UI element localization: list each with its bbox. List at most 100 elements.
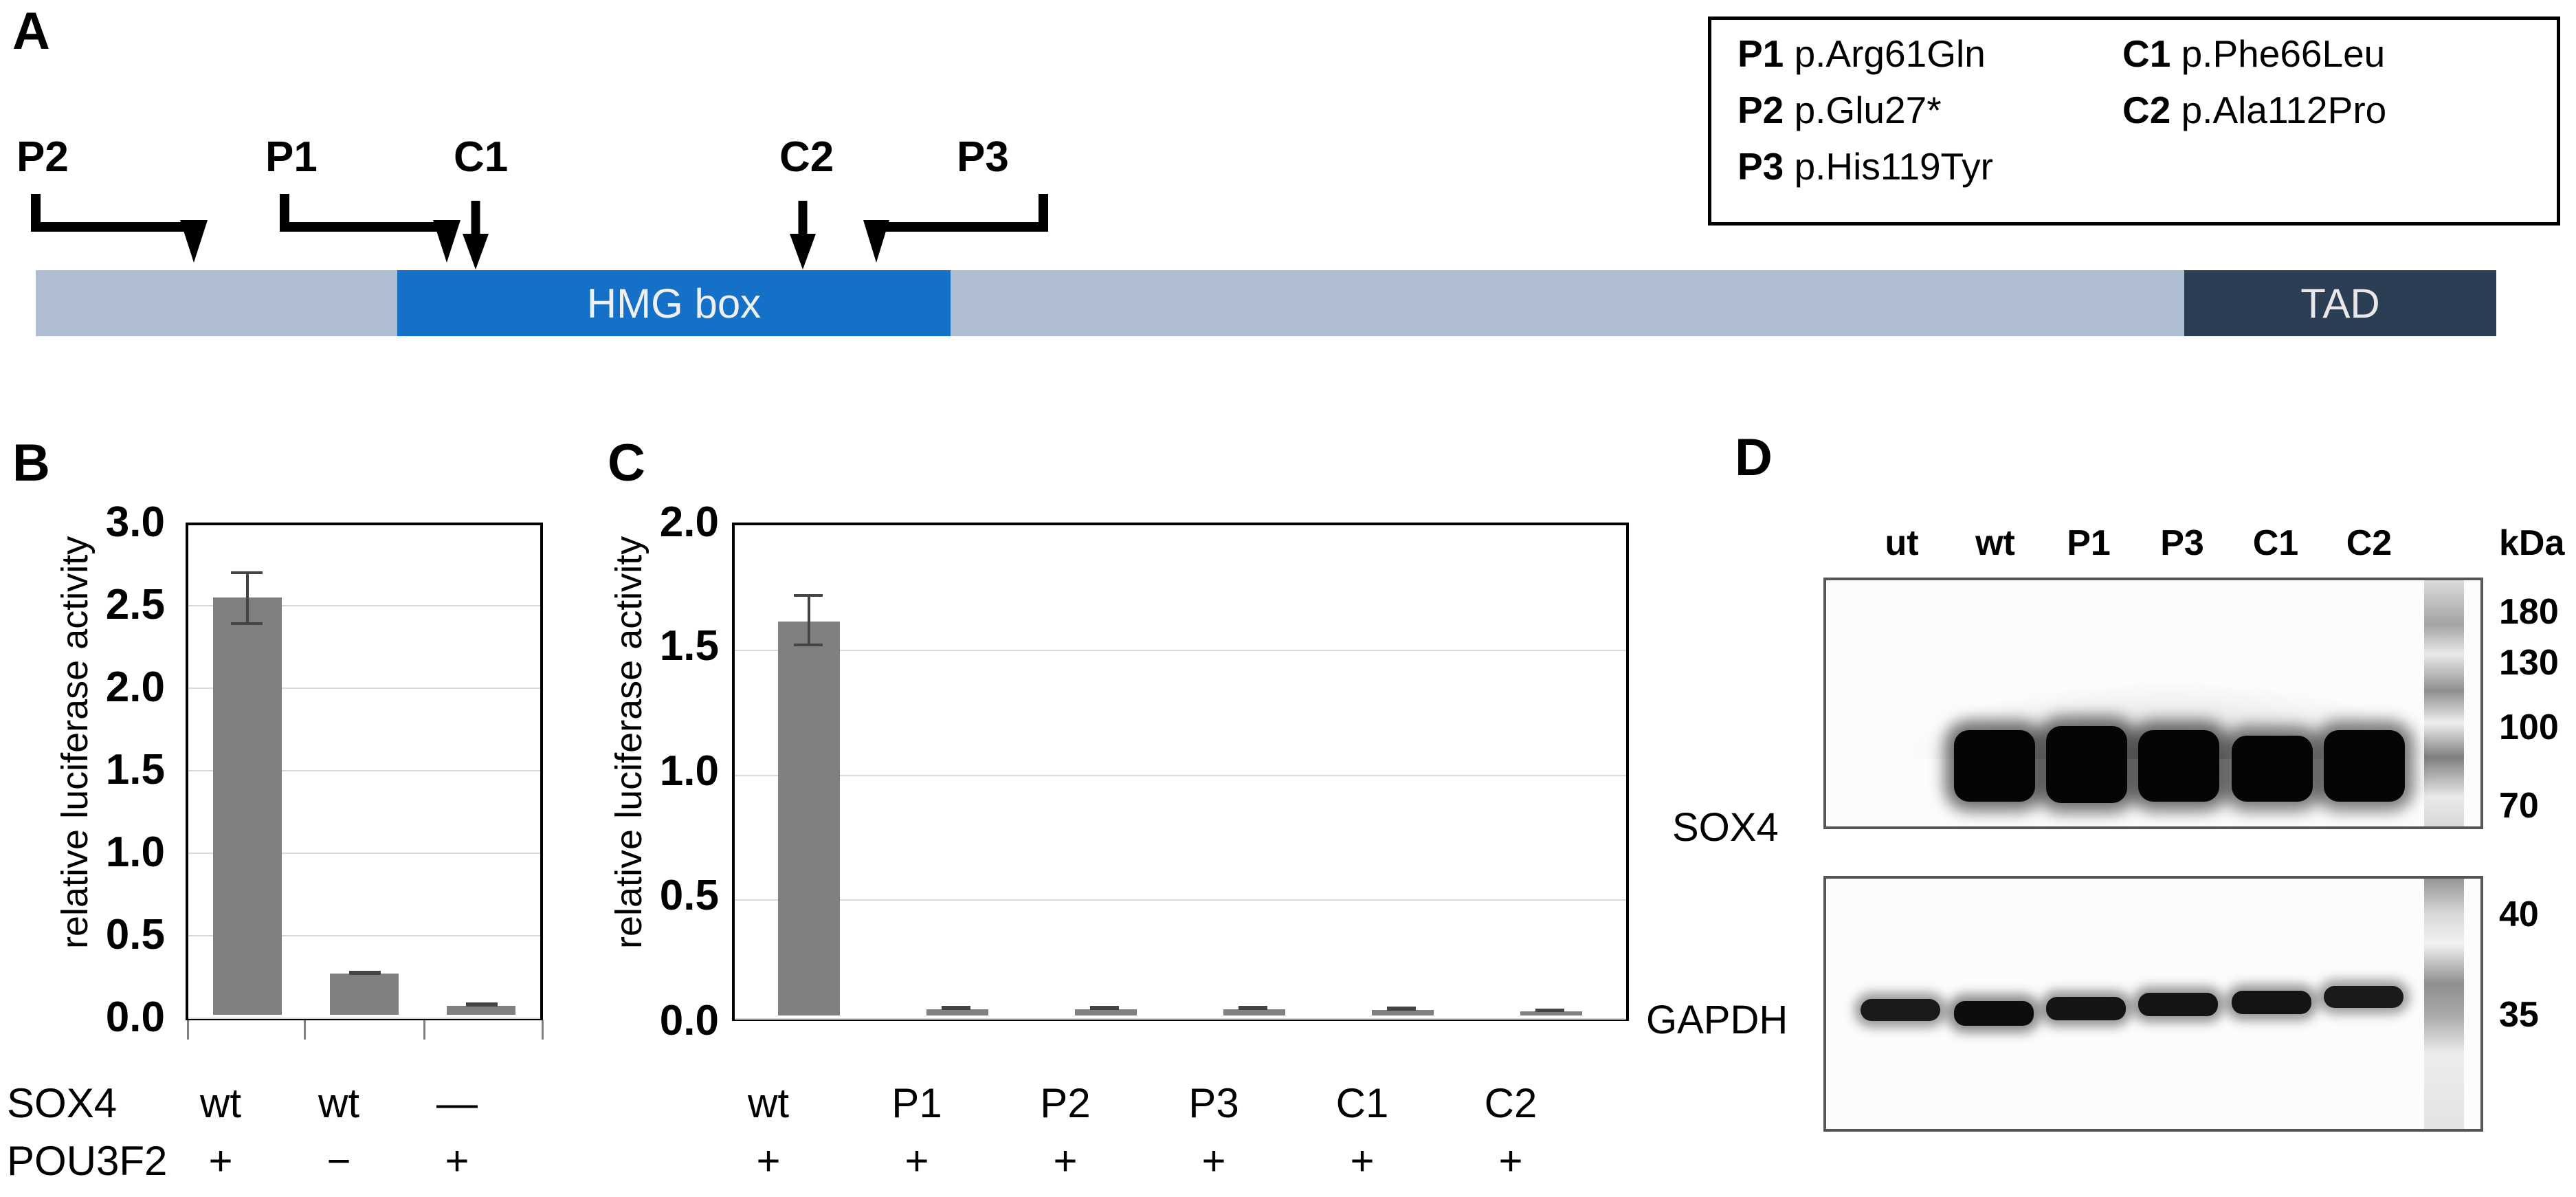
blot-marker-70: 70 (2499, 786, 2539, 826)
panel-b-letter: B (12, 434, 50, 492)
legend-tag: C1 (2122, 32, 2171, 75)
bar-c-1 (778, 622, 840, 1015)
errorbar-cap-bottom-c-1 (794, 644, 823, 646)
mutation-label-p3: P3 (957, 133, 1009, 181)
arrow-p3-head (863, 220, 889, 263)
panel-a-letter: A (12, 2, 50, 61)
legend-tag: P2 (1737, 89, 1784, 131)
arrow-p1-elbow (280, 194, 447, 232)
panel-b-plot-area (186, 523, 543, 1020)
panel-b-sox4-val-3: — (436, 1080, 478, 1126)
blot-band-gapdh-p3 (2138, 993, 2218, 1016)
panel-b-ytick-4: 2.0 (105, 663, 165, 711)
panel-c-xcat-3: P2 (1040, 1080, 1091, 1126)
errorbar-cap-top-b-1 (231, 571, 263, 574)
errorbar-cap-c-6 (1535, 1009, 1564, 1012)
blot-band-sox4-c1 (2232, 736, 2313, 802)
panel-c-xcat-4: P3 (1188, 1080, 1239, 1126)
errorbar-cap-c-2 (942, 1006, 970, 1010)
panel-c-ytick-4: 2.0 (659, 498, 719, 546)
gridline (188, 1018, 540, 1019)
bar-c-3 (1075, 1009, 1137, 1015)
blot-band-gapdh-c2 (2324, 986, 2403, 1008)
bar-b-3 (447, 1006, 515, 1015)
legend-tag: P1 (1737, 32, 1784, 75)
blot-lane-label-wt: wt (1975, 523, 2015, 563)
legend-item: P3 p.His119Tyr (1737, 141, 2122, 192)
blot-band-gapdh-wt (1954, 1001, 2034, 1026)
panel-c-pou3f2-val-1: + (756, 1138, 781, 1184)
legend-variant: p.Arg61Gln (1794, 32, 1986, 75)
errorbar-c-1 (808, 595, 810, 644)
bar-b-2 (330, 974, 399, 1015)
legend-tag: C2 (2122, 89, 2171, 131)
errorbar-cap-c-3 (1090, 1006, 1119, 1010)
errorbar-cap-c-4 (1239, 1006, 1267, 1010)
blot-band-sox4-c2 (2324, 730, 2405, 802)
panel-c-ytick-2: 1.0 (659, 747, 719, 795)
arrow-p3-elbow (876, 194, 1048, 232)
legend-variant: p.Phe66Leu (2181, 32, 2386, 75)
panel-b-pou3f2-val-2: − (326, 1138, 351, 1184)
gridline (188, 688, 540, 689)
blot-marker-100: 100 (2499, 707, 2559, 747)
variant-legend-grid: P1 p.Arg61Gln C1 p.Phe66Leu P2 p.Glu27* … (1737, 28, 2542, 192)
domain-tad: TAD (2184, 270, 2496, 336)
gridline (188, 935, 540, 936)
xtick (542, 1020, 544, 1040)
panel-c-pou3f2-val-3: + (1053, 1138, 1078, 1184)
blot-marker-130: 130 (2499, 643, 2559, 683)
panel-b-ytick-1: 0.5 (105, 911, 165, 958)
gridline (188, 770, 540, 771)
blot-marker-35: 35 (2499, 995, 2539, 1035)
panel-b-sox4-val-2: wt (318, 1080, 359, 1126)
xtick (304, 1020, 306, 1040)
panel-c-xcat-6: C2 (1484, 1080, 1537, 1126)
arrow-p1-head (433, 220, 460, 263)
panel-b-ytick-5: 2.5 (105, 581, 165, 628)
arrow-c2-head (790, 234, 816, 270)
bar-b-1 (213, 597, 282, 1015)
arrow-p2-elbow (31, 194, 194, 232)
panel-c-pou3f2-val-4: + (1201, 1138, 1226, 1184)
blot-marker-180: 180 (2499, 592, 2559, 632)
panel-c-pou3f2-val-2: + (904, 1138, 929, 1184)
blot-band-gapdh-p1 (2046, 997, 2126, 1020)
panel-b-pou3f2-val-1: + (208, 1138, 233, 1184)
mutation-label-p2: P2 (16, 133, 69, 181)
panel-b-row-label-sox4: SOX4 (7, 1080, 118, 1126)
errorbar-b-1 (246, 573, 249, 622)
legend-item: C1 p.Phe66Leu (2122, 28, 2535, 79)
blot-band-sox4-p3 (2138, 730, 2219, 802)
xtick (187, 1020, 189, 1040)
legend-item: P2 p.Glu27* (1737, 85, 2122, 135)
legend-item: P1 p.Arg61Gln (1737, 28, 2122, 79)
panel-b-sox4-val-1: wt (200, 1080, 241, 1126)
blot-lane-label-p3: P3 (2160, 523, 2204, 563)
panel-b-ytick-3: 1.5 (105, 746, 165, 793)
legend-variant: p.Ala112Pro (2181, 89, 2387, 131)
gridline (735, 899, 1626, 901)
blot-ladder-gapdh (2424, 879, 2464, 1129)
blot-image-sox4 (1823, 578, 2483, 829)
panel-c-xcat-1: wt (748, 1080, 789, 1126)
variant-legend-box: P1 p.Arg61Gln C1 p.Phe66Leu P2 p.Glu27* … (1708, 17, 2560, 226)
blot-ladder-sox4 (2424, 580, 2464, 826)
legend-tag: P3 (1737, 145, 1784, 188)
legend-item: C2 p.Ala112Pro (2122, 85, 2535, 135)
panel-c-ytick-0: 0.0 (659, 997, 719, 1044)
arrow-p2-head (180, 220, 208, 263)
panel-c-xcat-5: C1 (1335, 1080, 1389, 1126)
arrow-c1-head (463, 234, 489, 270)
blot-image-gapdh (1823, 876, 2483, 1132)
panel-c-letter: C (608, 434, 645, 492)
errorbar-cap-bottom-b-1 (231, 622, 263, 625)
blot-row-name-gapdh: GAPDH (1646, 998, 1788, 1042)
errorbar-cap-top-c-1 (794, 594, 823, 597)
panel-c-pou3f2-val-6: + (1498, 1138, 1523, 1184)
blot-lane-label-ut: ut (1885, 523, 1919, 563)
bar-c-4 (1223, 1009, 1285, 1015)
gridline (188, 605, 540, 606)
bar-c-5 (1372, 1010, 1434, 1015)
